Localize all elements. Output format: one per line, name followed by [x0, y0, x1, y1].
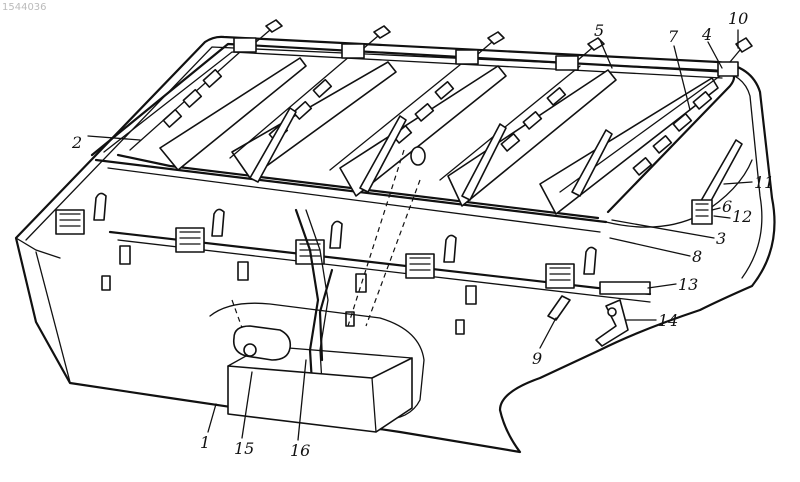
label-15: 15 [234, 439, 254, 458]
cylinder [633, 158, 651, 175]
lever-9 [548, 296, 570, 320]
motor-housing-15 [228, 358, 412, 432]
bracket [176, 209, 224, 252]
label-11: 11 [754, 173, 774, 192]
label-8: 8 [692, 247, 702, 266]
leader-line-13 [648, 284, 676, 288]
label-6: 6 [722, 197, 732, 216]
foot [456, 320, 464, 334]
label-1: 1 [200, 433, 210, 452]
sensor [411, 147, 425, 165]
leader-line-8 [610, 238, 690, 256]
leader-line-4 [708, 42, 722, 68]
label-13: 13 [678, 275, 698, 294]
foot [102, 276, 110, 290]
curved-return-rail [606, 160, 752, 227]
label-12: 12 [732, 207, 752, 226]
foot [238, 262, 248, 280]
label-4: 4 [701, 25, 712, 44]
spring-block-12 [692, 200, 712, 224]
leader-line-1 [208, 404, 216, 432]
foot [356, 274, 366, 292]
bracket [56, 193, 106, 234]
leader-line-9 [540, 318, 556, 348]
cylinder [313, 80, 331, 97]
foot [120, 246, 130, 264]
label-14: 14 [658, 311, 678, 330]
label-10: 10 [728, 9, 748, 28]
label-7: 7 [668, 27, 679, 46]
leader-line-12 [714, 216, 730, 218]
front-lever-row [56, 193, 712, 346]
bracket [546, 247, 596, 288]
housing-front-edge [16, 238, 60, 258]
cylinder [183, 90, 201, 107]
label-2: 2 [71, 133, 82, 152]
knob-10 [718, 38, 752, 76]
housing-side-edge [36, 252, 70, 382]
drive-unit [210, 147, 425, 432]
label-3: 3 [716, 229, 726, 248]
label-5: 5 [594, 21, 604, 40]
label-9: 9 [532, 349, 542, 368]
leader-line-6 [712, 208, 720, 210]
motor [234, 326, 291, 360]
label-16: 16 [290, 441, 310, 460]
bracket-13 [600, 282, 650, 294]
hidden-line [366, 180, 420, 326]
cylinder [163, 110, 181, 127]
watermark: 1544036 [2, 2, 47, 13]
foot [466, 286, 476, 304]
